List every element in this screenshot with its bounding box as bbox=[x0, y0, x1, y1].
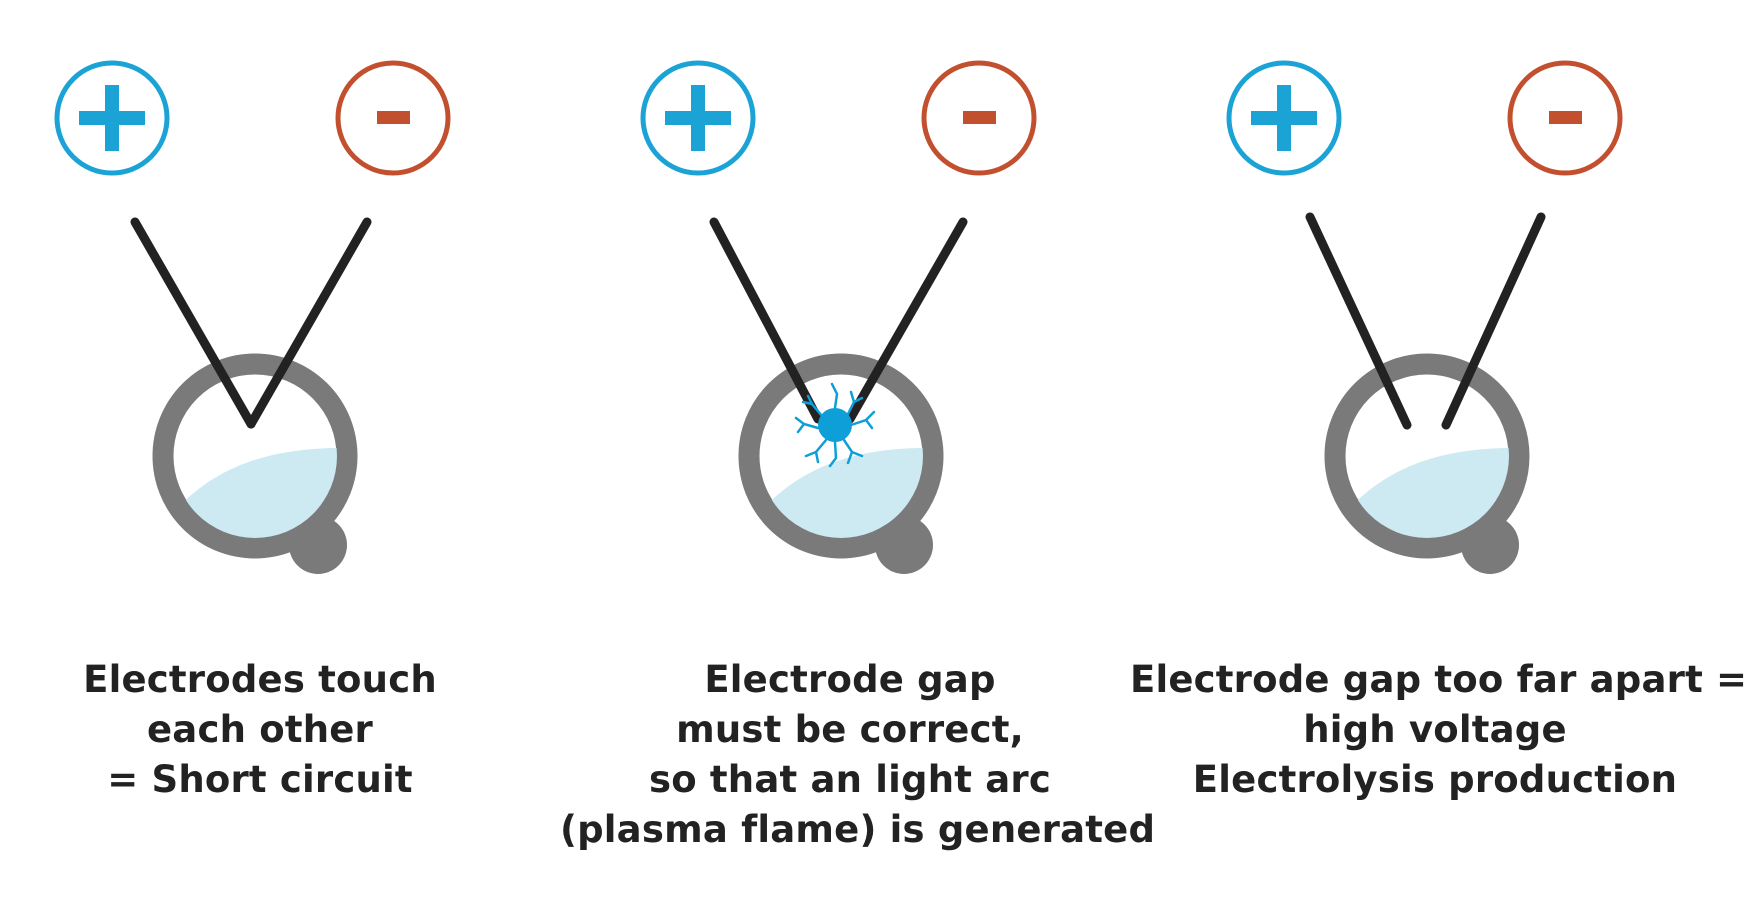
positive-terminal-icon bbox=[640, 60, 756, 176]
negative-terminal-icon bbox=[921, 60, 1037, 176]
electrode-pair-correct-gap bbox=[709, 217, 968, 424]
caption-gap-too-wide: Electrode gap too far apart = high volta… bbox=[1130, 655, 1748, 805]
water-container-icon bbox=[738, 353, 944, 574]
positive-terminal-icon bbox=[54, 60, 170, 176]
panel-correct-gap bbox=[640, 60, 1037, 574]
caption-line: each other bbox=[146, 708, 373, 751]
caption-correct-gap: Electrode gap must be correct, so that a… bbox=[560, 655, 1156, 855]
water-container-icon bbox=[1324, 353, 1530, 574]
caption-line: = Short circuit bbox=[107, 758, 413, 801]
panel-short-circuit bbox=[54, 60, 451, 574]
water-container-icon bbox=[152, 353, 358, 574]
electrode-pair-wide-gap bbox=[1305, 212, 1546, 430]
plasma-arc-icon bbox=[794, 382, 876, 468]
caption-line: Electrode gap bbox=[704, 658, 996, 701]
negative-terminal-icon bbox=[1507, 60, 1623, 176]
caption-short-circuit: Electrodes touch each other = Short circ… bbox=[40, 655, 480, 805]
caption-line: must be correct, bbox=[676, 708, 1024, 751]
electrode-pair-touching bbox=[130, 217, 372, 429]
caption-line: Electrode gap too far apart = bbox=[1130, 658, 1748, 701]
caption-line: (plasma flame) is generated bbox=[560, 808, 1156, 851]
panel-gap-too-wide bbox=[1226, 60, 1623, 574]
caption-line: Electrolysis production bbox=[1192, 758, 1678, 801]
caption-line: so that an light arc bbox=[649, 758, 1051, 801]
caption-line: Electrodes touch bbox=[83, 658, 437, 701]
negative-terminal-icon bbox=[335, 60, 451, 176]
positive-terminal-icon bbox=[1226, 60, 1342, 176]
caption-line: high voltage bbox=[1303, 708, 1567, 751]
